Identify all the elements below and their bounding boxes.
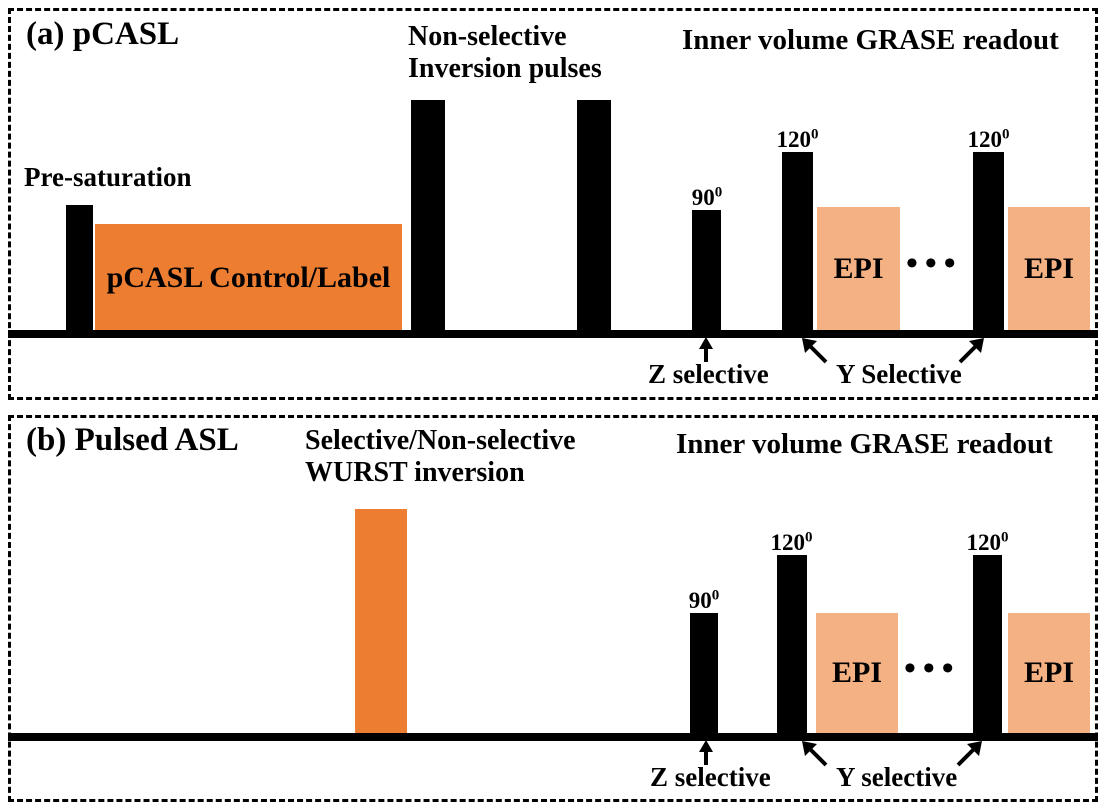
panel-a-epi-block-1: EPI	[817, 207, 900, 330]
panel-b-epi-block-1: EPI	[816, 613, 898, 733]
panel-b-flip120-label-1: 1200	[765, 529, 818, 555]
panel-a-inversion-pulse-1	[411, 100, 445, 331]
panel-a-90deg-pulse	[692, 210, 721, 330]
panel-b-120deg-pulse-2	[973, 555, 1002, 733]
panel-b-flip120-label-2: 1200	[961, 529, 1014, 555]
flip90-value: 90	[691, 185, 715, 210]
panel-b-90deg-pulse	[690, 613, 718, 733]
panel-a-pcasl-control-label-block: pCASL Control/Label	[95, 224, 402, 331]
flip120-value: 120	[967, 127, 1003, 152]
panel-a-flip90-label: 900	[684, 184, 730, 210]
panel-a-y-selective-arrow-right-icon	[958, 338, 984, 364]
panel-b-120deg-pulse-1	[777, 555, 807, 733]
panel-a-pcasl	[8, 8, 1098, 400]
panel-a-readout-title: Inner volume GRASE readout	[682, 24, 1059, 56]
panel-a-inversion-pulse-2	[577, 100, 611, 331]
panel-b-inversion-label: Selective/Non-selective WURST inversion	[305, 425, 576, 489]
panel-b-title: (b) Pulsed ASL	[26, 422, 239, 458]
panel-a-inversion-line2: Inversion pulses	[408, 53, 602, 85]
panel-b-epi-block-2: EPI	[1008, 613, 1090, 733]
panel-a-z-selective-label: Z selective	[648, 359, 769, 389]
panel-b-z-selective-label: Z selective	[650, 762, 771, 792]
panel-a-epi-block-2: EPI	[1008, 207, 1090, 330]
panel-a-y-selective-arrow-left-icon	[802, 338, 828, 364]
panel-a-control-box-text: pCASL Control/Label	[106, 260, 391, 294]
panel-b-flip90-label: 900	[681, 587, 727, 613]
flip120-sup: 0	[805, 529, 813, 546]
panel-b-epi-text-2: EPI	[1023, 656, 1074, 689]
panel-b-readout-title: Inner volume GRASE readout	[676, 428, 1053, 460]
panel-a-inversion-line1: Non-selective	[408, 21, 567, 52]
flip90-sup: 0	[711, 587, 720, 604]
flip120-sup: 0	[1002, 126, 1010, 143]
panel-b-pulsed-asl	[8, 415, 1098, 802]
flip90-value: 90	[688, 588, 712, 613]
panel-b-inversion-line2: WURST inversion	[305, 457, 525, 489]
panel-a-presaturation-label: Pre-saturation	[24, 162, 192, 192]
panel-b-y-selective-arrow-left-icon	[802, 741, 828, 767]
flip120-value: 120	[966, 530, 1002, 555]
panel-b-z-selective-arrow-icon	[699, 740, 713, 765]
flip120-value: 120	[776, 127, 812, 152]
panel-b-wurst-inversion-pulse	[355, 509, 407, 733]
panel-b-baseline	[8, 733, 1098, 741]
panel-a-120deg-pulse-2	[973, 152, 1004, 330]
panel-a-title: (a) pCASL	[26, 16, 180, 52]
panel-a-presaturation-pulse	[66, 205, 93, 331]
panel-a-z-selective-arrow-icon	[699, 337, 713, 362]
panel-a-flip120-label-1: 1200	[771, 126, 824, 152]
flip90-sup: 0	[714, 184, 723, 201]
panel-a-y-selective-label: Y Selective	[836, 359, 962, 389]
panel-b-inversion-line1: Selective/Non-selective	[305, 425, 576, 456]
panel-a-baseline	[8, 330, 1098, 338]
flip120-sup: 0	[1001, 529, 1009, 546]
panel-a-ellipsis-dots: •••	[906, 245, 963, 282]
panel-a-epi-text-2: EPI	[1023, 251, 1074, 285]
panel-b-y-selective-label: Y selective	[836, 762, 958, 792]
panel-a-epi-text-1: EPI	[833, 251, 884, 285]
panel-a-120deg-pulse-1	[782, 152, 813, 330]
flip120-sup: 0	[811, 126, 819, 143]
panel-b-ellipsis-dots: •••	[904, 650, 961, 687]
panel-b-y-selective-arrow-right-icon	[956, 741, 982, 767]
panel-b-epi-text-1: EPI	[831, 656, 882, 689]
flip120-value: 120	[770, 530, 806, 555]
panel-a-flip120-label-2: 1200	[962, 126, 1015, 152]
panel-a-inversion-pulses-label: Non-selective Inversion pulses	[408, 21, 602, 85]
